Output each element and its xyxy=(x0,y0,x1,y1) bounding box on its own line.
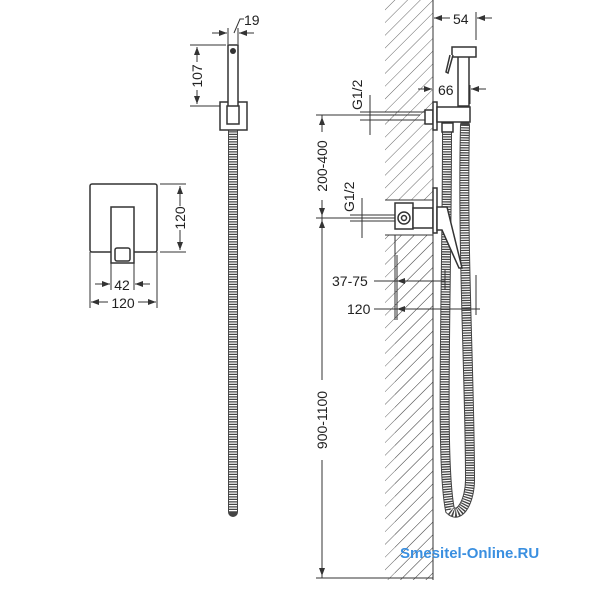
height-label: 900-1100 xyxy=(314,391,330,449)
front-height-label: 120 xyxy=(172,206,188,230)
lower-thread-label: G1/2 xyxy=(341,181,357,212)
mixer-front-view: 120 42 120 xyxy=(89,183,188,311)
hand-shower-view: 107 19 xyxy=(189,12,260,517)
depth-label: 120 xyxy=(347,301,371,317)
side-hand-shower xyxy=(457,49,470,107)
installation-side-view: 200-400 900-1100 G1/2 G1/2 54 66 37-75 1… xyxy=(314,0,492,580)
side-mixer-lever xyxy=(436,206,463,269)
shower-offset-label: 66 xyxy=(438,82,454,98)
front-width-label: 120 xyxy=(111,295,135,311)
lever-tip xyxy=(114,247,131,262)
side-mixer-body xyxy=(412,207,434,229)
shower-length-label: 107 xyxy=(189,64,205,88)
shower-width-side-label: 54 xyxy=(453,11,469,27)
lever-width-label: 42 xyxy=(114,277,130,293)
watermark: Smesitel-Online.RU xyxy=(400,545,539,562)
hand-shower xyxy=(227,44,239,108)
shower-width-label: 19 xyxy=(244,12,260,28)
shower-connector xyxy=(436,106,471,123)
depth-range-label: 37-75 xyxy=(332,273,368,289)
spacing-label: 200-400 xyxy=(314,140,330,192)
upper-thread-label: G1/2 xyxy=(349,79,365,110)
